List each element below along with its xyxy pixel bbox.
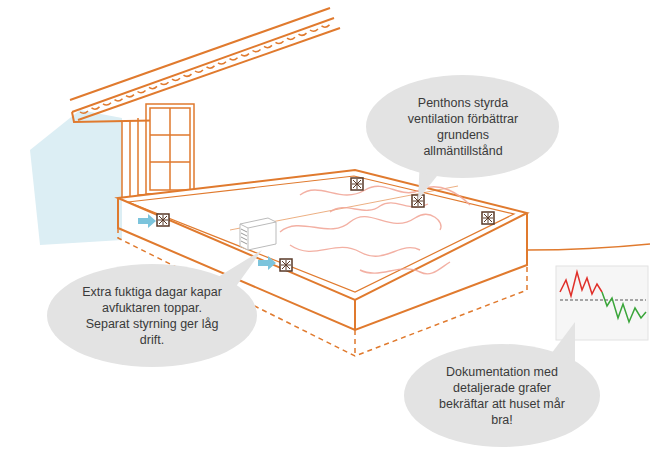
bubble-text: Dokumentation med detaljerade grafer bek… [437,364,567,428]
dehumidifier [240,218,276,250]
mini-chart [556,266,648,340]
vent [482,212,494,224]
house-wall [122,104,220,200]
bubble-text-wrap: Penthons styrda ventilation förbättrar g… [399,95,527,159]
vent [280,259,292,271]
vent [351,178,363,190]
vent [157,214,169,226]
speech-bubble: Extra fuktiga dagar kapar avfuktaren top… [47,264,257,367]
bubble-text-wrap: Dokumentation med detaljerade grafer bek… [437,364,567,428]
bubble-text-wrap: Extra fuktiga dagar kapar avfuktaren top… [82,284,222,348]
bubble-shape [366,75,559,178]
bubble-text: Extra fuktiga dagar kapar avfuktaren top… [82,284,222,348]
bubble-shape [404,344,600,447]
roof [70,8,340,122]
bubble-shape [47,264,257,367]
airflow [280,186,470,274]
bubble-tail [205,158,575,362]
speech-bubble: Penthons styrda ventilation förbättrar g… [366,75,559,178]
speech-bubble: Dokumentation med detaljerade grafer bek… [404,344,600,447]
roof-tiles [80,25,330,113]
inflow-arrow [138,214,276,270]
vent [412,195,424,207]
wall-shade [30,110,122,245]
bubble-text: Penthons styrda ventilation förbättrar g… [399,95,527,159]
